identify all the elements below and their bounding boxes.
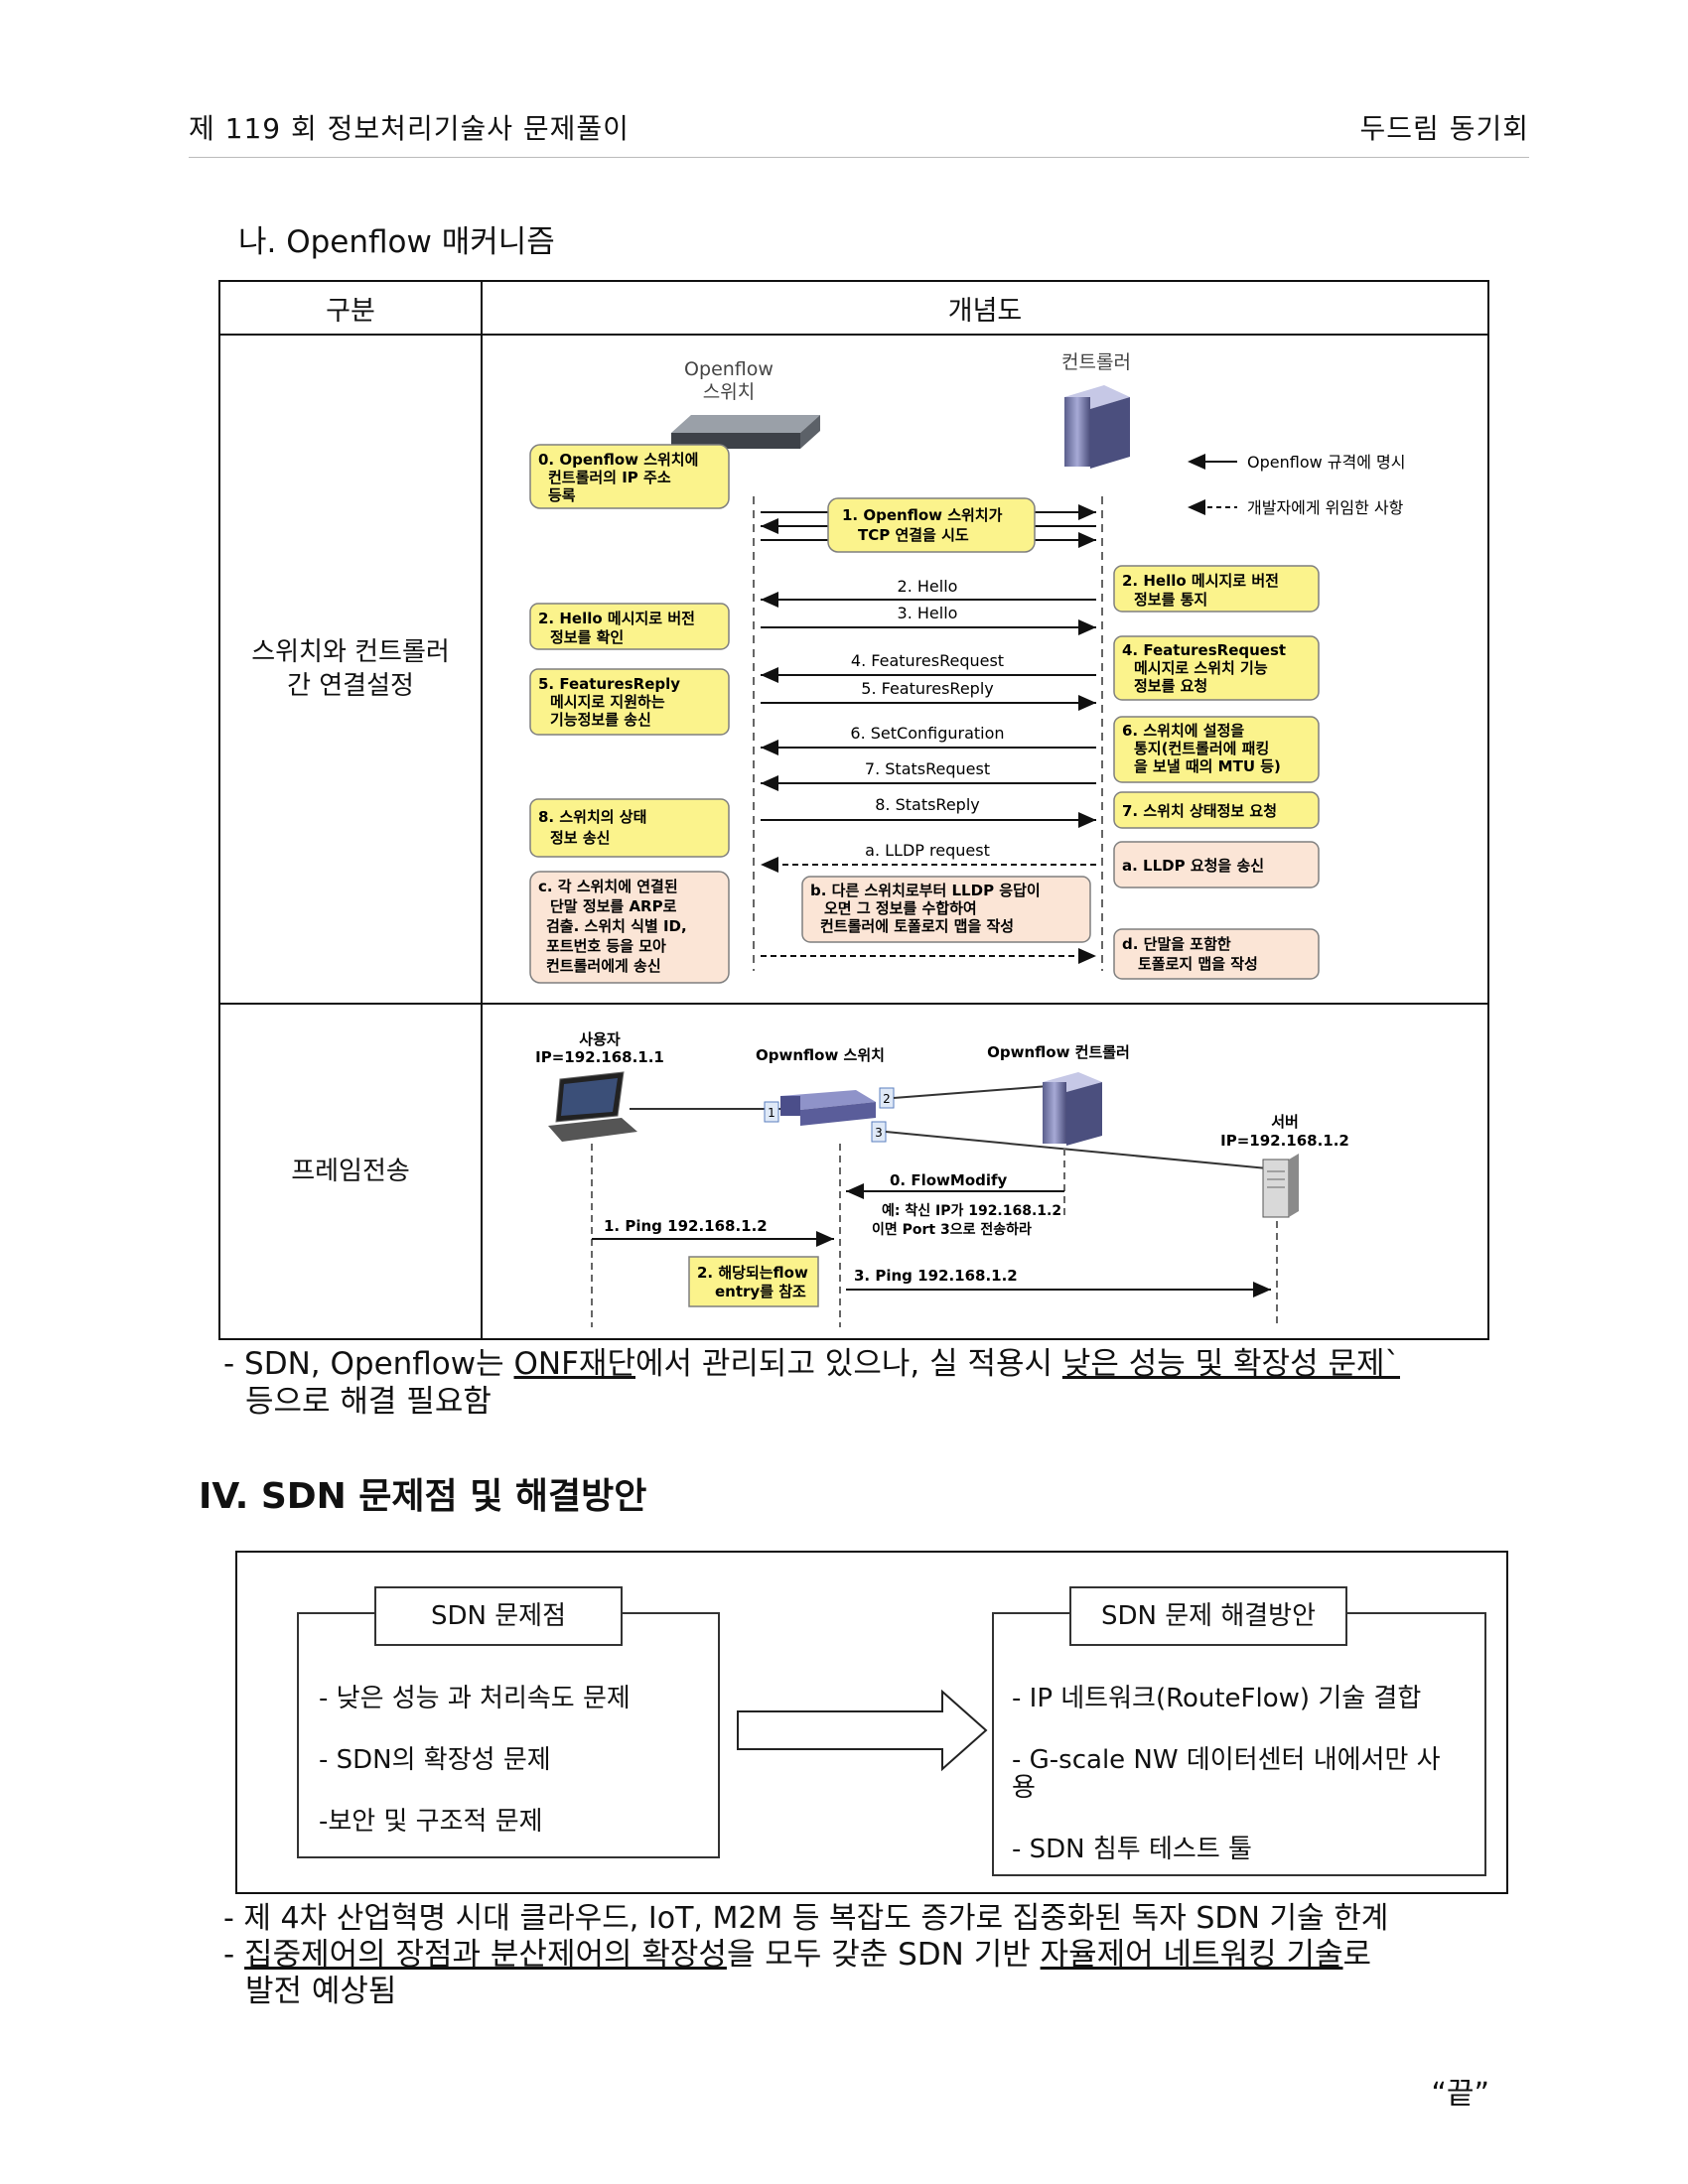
note-line-2: 등으로 해결 필요함 xyxy=(245,1384,492,1420)
user-ip-label: IP=192.168.1.1 xyxy=(535,1048,664,1066)
msg-ping-1: 1. Ping 192.168.1.2 xyxy=(604,1217,768,1235)
solution-item-3: - SDN 침투 테스트 툴 xyxy=(1012,1835,1252,1864)
footer-underline-2: 자율제어 네트워킹 기술 xyxy=(1040,1937,1343,1973)
user-label: 사용자 xyxy=(579,1030,621,1048)
msg-stats-reply: 8. StatsReply xyxy=(875,795,980,814)
msg-hello-2: 2. Hello xyxy=(898,577,958,596)
of-controller-label: Opwnflow 컨트롤러 xyxy=(987,1043,1130,1061)
svg-text:a. LLDP 요청을 송신: a. LLDP 요청을 송신 xyxy=(1122,857,1264,875)
legend-solid-label: Openflow 규격에 명시 xyxy=(1247,453,1405,472)
switch-label-2: 스위치 xyxy=(703,381,755,403)
problems-title: SDN 문제점 xyxy=(374,1586,623,1646)
msg-set-configuration: 6. SetConfiguration xyxy=(850,724,1004,743)
svg-text:7. 스위치 상태정보 요청: 7. 스위치 상태정보 요청 xyxy=(1122,802,1277,820)
server-icon xyxy=(1064,385,1130,469)
note-line-1: - SDN, Openflow는 ONF재단에서 관리되고 있으나, 실 적용시… xyxy=(223,1346,1400,1382)
problem-item-2: - SDN의 확장성 문제 xyxy=(319,1745,551,1775)
section-title: 나. Openflow 매커니즘 xyxy=(238,224,555,260)
controller-label: 컨트롤러 xyxy=(1061,351,1131,373)
port-1: 1 xyxy=(768,1106,775,1120)
legend-dashed-label: 개발자에게 위임한 사항 xyxy=(1247,498,1404,517)
of-switch-label: Opwnflow 스위치 xyxy=(756,1046,885,1064)
footer-line-1: - 제 4차 산업혁명 시대 클라우드, IoT, M2M 등 복잡도 증가로 … xyxy=(223,1901,1389,1936)
solutions-title: SDN 문제 해결방안 xyxy=(1069,1586,1347,1646)
msg-flowmodify: 0. FlowModify xyxy=(890,1171,1008,1189)
server-ip-label: IP=192.168.1.2 xyxy=(1220,1132,1349,1150)
server-label: 서버 xyxy=(1271,1113,1299,1131)
footer-underline-1: 집중제어의 장점과 분산제어의 확장성 xyxy=(244,1937,727,1973)
msg-stats-request: 7. StatsRequest xyxy=(865,759,990,778)
diagram-connection-cell: Openflow 스위치 컨트롤러 Openflow 규격에 명시 xyxy=(481,334,1489,1005)
right-arrow-icon xyxy=(737,1689,988,1772)
msg-features-request: 4. FeaturesRequest xyxy=(851,651,1004,670)
solution-item-2: - G-scale NW 데이터센터 내에서만 사 xyxy=(1012,1745,1441,1775)
callout-a: a. LLDP 요청을 송신 xyxy=(1113,841,1320,888)
note-underline-performance: 낮은 성능 및 확장성 문제` xyxy=(1061,1346,1400,1382)
note-underline-onf: ONF재단 xyxy=(513,1346,635,1382)
laptop-icon xyxy=(548,1071,637,1142)
msg-lldp-request: a. LLDP request xyxy=(865,841,990,860)
footer-line-3: 발전 예상됨 xyxy=(245,1974,397,2009)
connection-sequence-diagram: Openflow 스위치 컨트롤러 Openflow 규격에 명시 xyxy=(529,351,1405,984)
switch-label-1: Openflow xyxy=(684,358,774,380)
problem-item-3: -보안 및 구조적 문제 xyxy=(319,1807,543,1837)
row-label-frame: 프레임전송 xyxy=(218,1003,483,1340)
header-right: 두드림 동기회 xyxy=(1359,112,1529,145)
footer-line-2: - 집중제어의 장점과 분산제어의 확장성을 모두 갖춘 SDN 기반 자율제어… xyxy=(223,1937,1372,1973)
table-header-category: 구분 xyxy=(218,280,483,336)
problem-item-1: - 낮은 성능 과 처리속도 문제 xyxy=(319,1684,631,1713)
diagram-frame-cell: 사용자 IP=192.168.1.1 Opwnflow 스위치 1 2 xyxy=(481,1003,1489,1340)
row-label-connection: 스위치와 컨트롤러 간 연결설정 xyxy=(218,334,483,1005)
solution-item-2-cont: 용 xyxy=(1012,1773,1036,1803)
msg-hello-3: 3. Hello xyxy=(898,604,958,622)
end-mark: “끝” xyxy=(1431,2077,1489,2112)
msg-ping-3: 3. Ping 192.168.1.2 xyxy=(854,1267,1018,1285)
svg-text:8. 스위치의 상태정보 송신: 8. 스위치의 상태정보 송신 xyxy=(538,808,646,847)
msg-features-reply: 5. FeaturesReply xyxy=(861,679,993,698)
solution-item-1: - IP 네트워크(RouteFlow) 기술 결합 xyxy=(1012,1684,1422,1713)
port-2: 2 xyxy=(883,1092,891,1106)
switch-icon xyxy=(671,415,820,449)
controller-server-icon xyxy=(1043,1072,1102,1146)
header-divider xyxy=(189,157,1529,158)
router-icon xyxy=(780,1090,876,1126)
header-left: 제 119 회 정보처리기술사 문제풀이 xyxy=(189,112,630,145)
callout-7: 7. 스위치 상태정보 요청 xyxy=(1113,791,1320,829)
problem-solution-frame: SDN 문제점 - 낮은 성능 과 처리속도 문제 - SDN의 확장성 문제 … xyxy=(235,1551,1508,1894)
openflow-table: 구분 개념도 스위치와 컨트롤러 간 연결설정 Openflow 스위치 xyxy=(218,280,1489,1340)
section4-title: IV. SDN 문제점 및 해결방안 xyxy=(199,1476,647,1517)
tower-server-icon xyxy=(1262,1154,1299,1218)
port-3: 3 xyxy=(875,1126,883,1140)
table-header-diagram: 개념도 xyxy=(481,280,1489,336)
frame-transfer-diagram: 사용자 IP=192.168.1.1 Opwnflow 스위치 1 2 xyxy=(535,1030,1349,1327)
